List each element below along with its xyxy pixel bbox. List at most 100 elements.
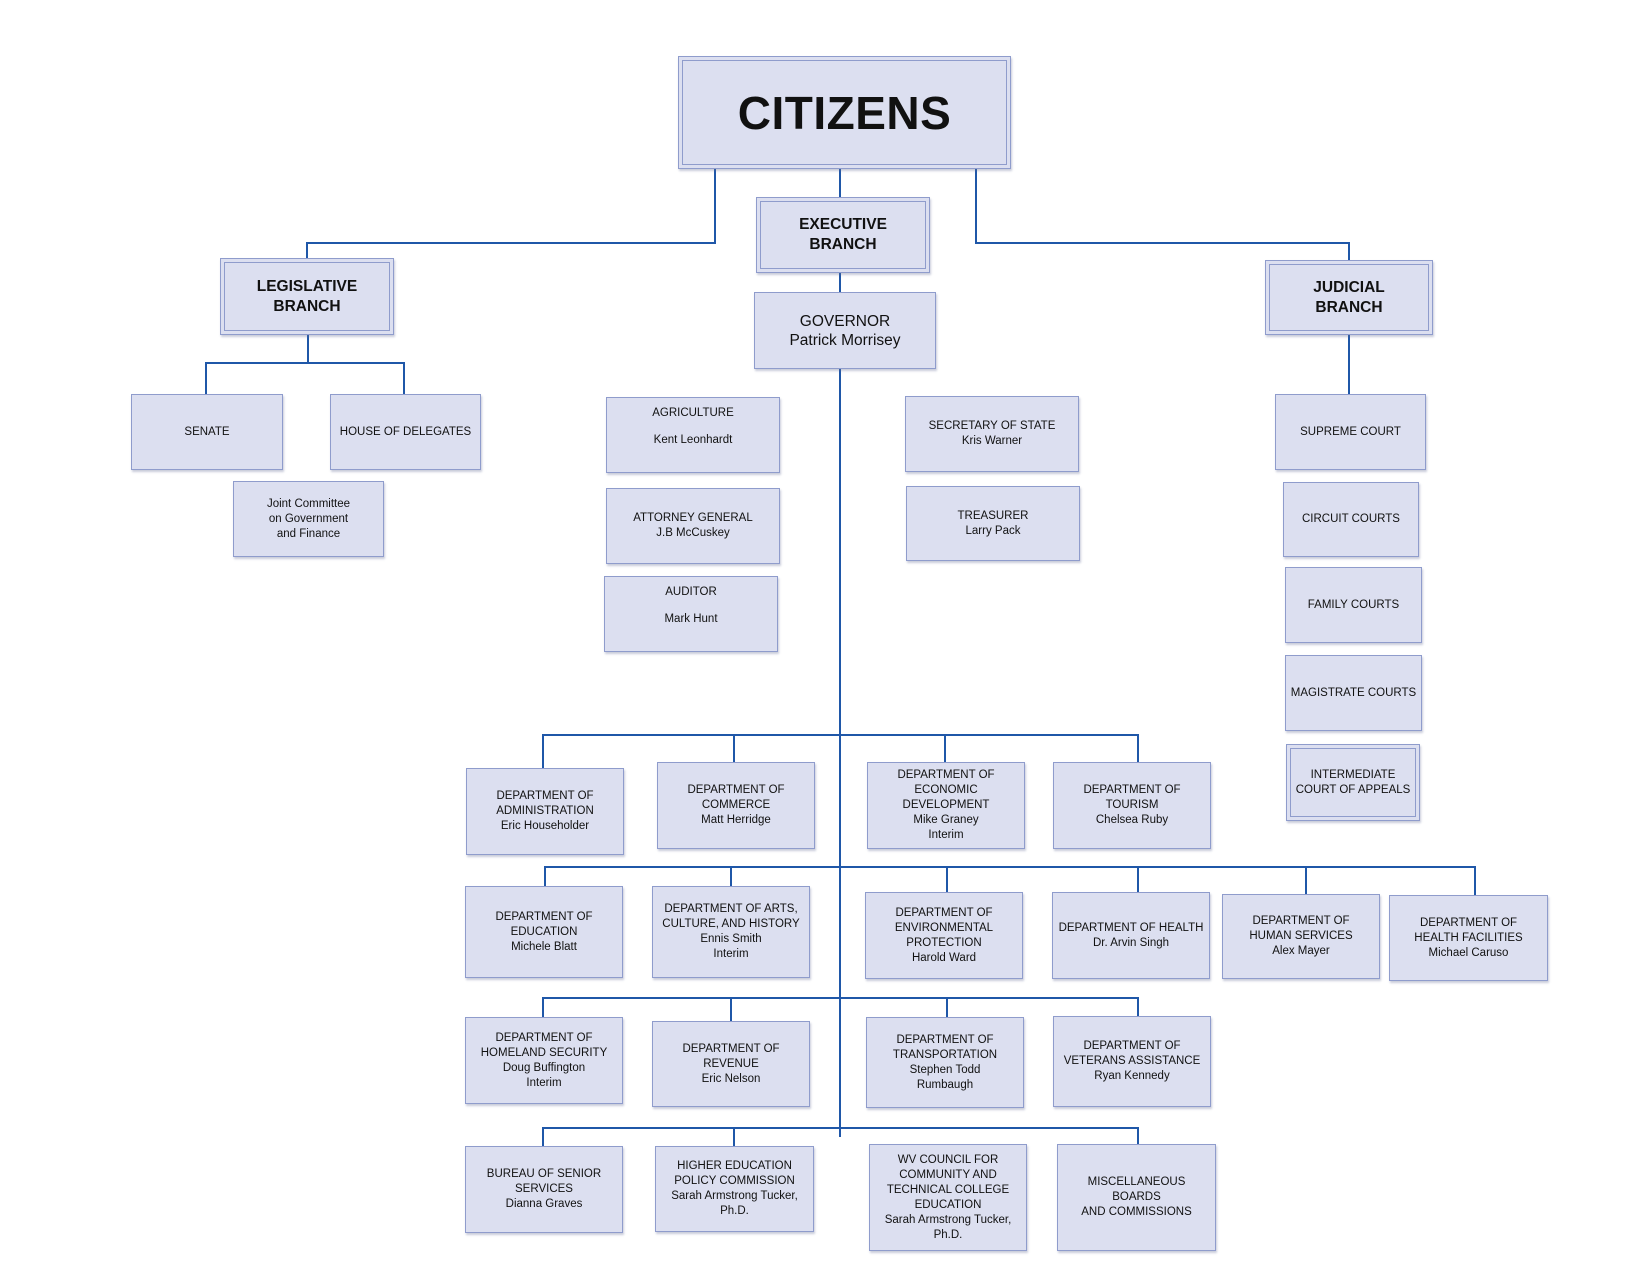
dept-line: HEALTH FACILITIES [1414, 931, 1523, 944]
attorney-general-box: ATTORNEY GENERAL J.B McCuskey [606, 488, 780, 564]
dept-homeland-security-box: DEPARTMENT OF HOMELAND SECURITY Doug Buffi… [465, 1017, 623, 1104]
dept-line: Matt Herridge [701, 814, 771, 826]
dept-line: Doug Buffington [502, 1061, 586, 1074]
joint-committee-line2: on Government [268, 512, 349, 525]
magistrate-courts-label: MAGISTRATE COURTS [1290, 686, 1417, 699]
secretary-of-state-name: Kris Warner [961, 435, 1023, 447]
dept-line: HOMELAND SECURITY [480, 1046, 608, 1059]
dept-line: TOURISM [1105, 799, 1159, 811]
circuit-courts-box: CIRCUIT COURTS [1283, 482, 1419, 557]
attorney-general-name: J.B McCuskey [656, 527, 730, 539]
supreme-court-label: SUPREME COURT [1300, 425, 1401, 438]
dept-line: DEPARTMENT OF [896, 1033, 994, 1046]
family-courts-box: FAMILY COURTS [1285, 567, 1422, 643]
intermediate-line2: COURT OF APPEALS [1295, 783, 1411, 796]
connector-citizens-judicial [975, 169, 1350, 260]
dept-line: EDUCATION [510, 925, 578, 938]
house-of-delegates-box: HOUSE OF DELEGATES [330, 394, 481, 470]
governor-box: GOVERNOR Patrick Morrisey [754, 292, 936, 369]
dept-line: DEPARTMENT OF HEALTH [1058, 921, 1204, 934]
treasurer-name: Larry Pack [965, 524, 1021, 537]
connector-row3 [542, 997, 1139, 1017]
dept-line: DEPARTMENT OF [687, 784, 785, 796]
supreme-court-box: SUPREME COURT [1275, 394, 1426, 470]
dept-line: Interim [928, 829, 964, 841]
joint-committee-box: Joint Committee on Government and Financ… [233, 481, 384, 557]
executive-branch-line1: EXECUTIVE [799, 216, 887, 233]
senate-label: SENATE [184, 425, 230, 438]
dept-line: COMMERCE [701, 799, 771, 811]
dept-commerce-box: DEPARTMENT OF COMMERCE Matt Herridge [657, 762, 815, 849]
dept-line: DEPARTMENT OF [496, 790, 594, 802]
attorney-general-title: ATTORNEY GENERAL [633, 512, 753, 524]
dept-line: Eric Nelson [701, 1072, 761, 1085]
auditor-title: AUDITOR [665, 586, 717, 598]
agriculture-name: Kent Leonhardt [653, 434, 733, 446]
dept-line: REVENUE [703, 1057, 759, 1070]
dept-line: ECONOMIC [914, 784, 978, 796]
dept-line: MISCELLANEOUS BOARDS [1087, 1176, 1186, 1203]
dept-line: Eric Householder [500, 820, 590, 832]
dept-line: DEPARTMENT OF [897, 769, 995, 781]
dept-line: EDUCATION [914, 1198, 982, 1211]
intermediate-court-of-appeals-box: INTERMEDIATE COURT OF APPEALS [1286, 744, 1420, 821]
dept-line: Mike Graney [913, 814, 979, 826]
dept-economic-development-box: DEPARTMENT OF ECONOMIC DEVELOPMENT Mike Gra… [867, 762, 1025, 849]
dept-line: Michael Caruso [1428, 946, 1509, 959]
dept-line: ADMINISTRATION [496, 805, 594, 817]
executive-branch-box: EXECUTIVE BRANCH [756, 197, 930, 273]
dept-line: TRANSPORTATION [892, 1048, 998, 1061]
dept-line: ENVIRONMENTAL [894, 921, 994, 934]
legislative-branch-box: LEGISLATIVE BRANCH [220, 258, 394, 335]
senate-box: SENATE [131, 394, 283, 470]
dept-line: Interim [526, 1076, 562, 1089]
dept-line: DEVELOPMENT [902, 799, 990, 811]
dept-line: PROTECTION [906, 936, 982, 949]
governor-name: Patrick Morrisey [789, 331, 901, 349]
connector-row2 [544, 866, 1476, 895]
citizens-label: CITIZENS [737, 86, 952, 139]
dept-line: Rumbaugh [916, 1078, 974, 1091]
dept-health-box: DEPARTMENT OF HEALTH Dr. Arvin Singh [1052, 892, 1210, 979]
dept-line: Ph.D. [720, 1205, 749, 1217]
dept-administration-box: DEPARTMENT OF ADMINISTRATION Eric Househol… [466, 768, 624, 855]
house-label: HOUSE OF DELEGATES [339, 425, 472, 438]
connector-citizens-legislative [306, 169, 716, 260]
dept-line: DEPARTMENT OF [495, 910, 593, 923]
governor-title: GOVERNOR [799, 312, 891, 330]
executive-branch-line2: BRANCH [809, 236, 877, 253]
intermediate-line1: INTERMEDIATE [1310, 768, 1396, 781]
family-courts-label: FAMILY COURTS [1307, 598, 1400, 611]
dept-line: Stephen Todd [909, 1063, 981, 1076]
treasurer-box: TREASURER Larry Pack [906, 486, 1080, 561]
auditor-name: Mark Hunt [664, 613, 718, 625]
legislative-branch-line2: BRANCH [273, 297, 341, 315]
judicial-branch-line1: JUDICIAL [1313, 278, 1385, 296]
connector-row4 [542, 1127, 1139, 1146]
dept-line: Ennis Smith [700, 933, 762, 945]
agriculture-box: AGRICULTURE Kent Leonhardt [606, 397, 780, 473]
agriculture-title: AGRICULTURE [652, 407, 734, 419]
dept-line: Ph.D. [933, 1228, 963, 1241]
dept-line: POLICY COMMISSION [674, 1175, 795, 1187]
dept-line: Harold Ward [911, 951, 977, 964]
dept-line: VETERANS ASSISTANCE [1063, 1055, 1201, 1067]
dept-line: TECHNICAL COLLEGE [886, 1183, 1010, 1196]
dept-line: Dr. Arvin Singh [1092, 936, 1170, 949]
dept-line: DEPARTMENT OF [495, 1031, 593, 1044]
dept-line: DEPARTMENT OF [1252, 915, 1350, 927]
joint-committee-line1: Joint Committee [266, 497, 351, 510]
dept-line: BUREAU OF SENIOR [486, 1168, 602, 1180]
secretary-of-state-box: SECRETARY OF STATE Kris Warner [905, 396, 1079, 472]
